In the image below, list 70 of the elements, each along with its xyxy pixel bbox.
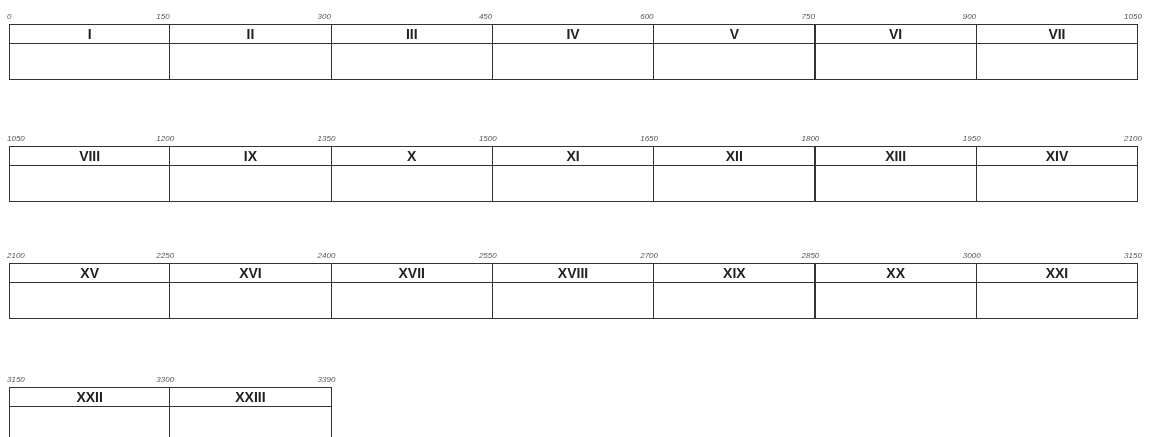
- table-column: [169, 24, 332, 80]
- scale-number: 600: [640, 12, 654, 21]
- scale-number: 3300: [156, 375, 175, 384]
- scale-number: 300: [317, 12, 331, 21]
- column-numeral: XXI: [1045, 265, 1069, 281]
- scale-number: 2250: [156, 251, 175, 260]
- table-column: [491, 263, 655, 319]
- column-numeral: XII: [725, 148, 743, 164]
- column-numeral: V: [729, 26, 739, 42]
- table-column: [169, 146, 332, 202]
- column-numeral: X: [407, 148, 417, 164]
- scale-number: 0: [7, 12, 12, 21]
- table-column: [330, 263, 493, 319]
- scale-number: 2700: [640, 251, 658, 260]
- column-numeral: XVIII: [557, 265, 589, 281]
- column-numeral: IV: [566, 26, 580, 42]
- scale-number: 2400: [317, 251, 336, 260]
- scale-number: 3390: [317, 375, 336, 384]
- scale-number: 1950: [962, 134, 981, 143]
- table-column: [9, 24, 171, 80]
- column-numeral: XVI: [239, 265, 262, 281]
- column-numeral: VII: [1048, 26, 1066, 42]
- column-numeral: I: [87, 26, 92, 42]
- column-numeral: VI: [889, 26, 903, 42]
- table-column: [814, 146, 977, 202]
- column-numeral: XXII: [76, 389, 103, 405]
- scale-number: 1350: [317, 134, 336, 143]
- table-column: [814, 263, 977, 319]
- scale-number: 2550: [478, 251, 497, 260]
- scale-number: 3000: [962, 251, 981, 260]
- scale-number: 750: [801, 12, 815, 21]
- column-numeral: VIII: [79, 148, 101, 164]
- table-column: [975, 24, 1139, 80]
- scale-number: 150: [156, 12, 170, 21]
- scale-number: 1050: [1124, 12, 1142, 21]
- scale-number: 1800: [801, 134, 820, 143]
- table-column: [491, 24, 655, 80]
- table-column: [9, 146, 171, 202]
- table-column: [814, 24, 977, 80]
- scale-number: 900: [962, 12, 977, 21]
- table-column: [975, 263, 1139, 319]
- table-column: [169, 263, 332, 319]
- column-numeral: XVII: [398, 265, 425, 281]
- column-numeral: XIII: [885, 148, 907, 164]
- column-numeral: XIX: [723, 265, 746, 281]
- table-column: [653, 24, 816, 80]
- column-numeral: IX: [243, 148, 258, 164]
- column-numeral: XX: [886, 265, 905, 281]
- column-numeral: XI: [566, 148, 580, 164]
- column-numeral: III: [405, 26, 418, 42]
- scale-number: 1650: [640, 134, 658, 143]
- table-column: [491, 146, 655, 202]
- column-numeral: XXIII: [235, 389, 266, 405]
- table-column: [653, 263, 816, 319]
- table-column: [169, 387, 332, 437]
- column-numeral: XIV: [1045, 148, 1069, 164]
- table-column: [9, 387, 171, 437]
- column-numeral: XV: [80, 265, 99, 281]
- column-numeral: II: [246, 26, 255, 42]
- scale-number: 450: [478, 12, 493, 21]
- table-column: [330, 146, 493, 202]
- table-column: [975, 146, 1139, 202]
- table-column: [9, 263, 171, 319]
- scale-number: 2850: [801, 251, 820, 260]
- scale-number: 1200: [156, 134, 175, 143]
- scale-number: 1500: [478, 134, 497, 143]
- table-column: [653, 146, 816, 202]
- scale-number: 3150: [1124, 251, 1142, 260]
- table-column: [330, 24, 493, 80]
- scale-number: 2100: [1124, 134, 1142, 143]
